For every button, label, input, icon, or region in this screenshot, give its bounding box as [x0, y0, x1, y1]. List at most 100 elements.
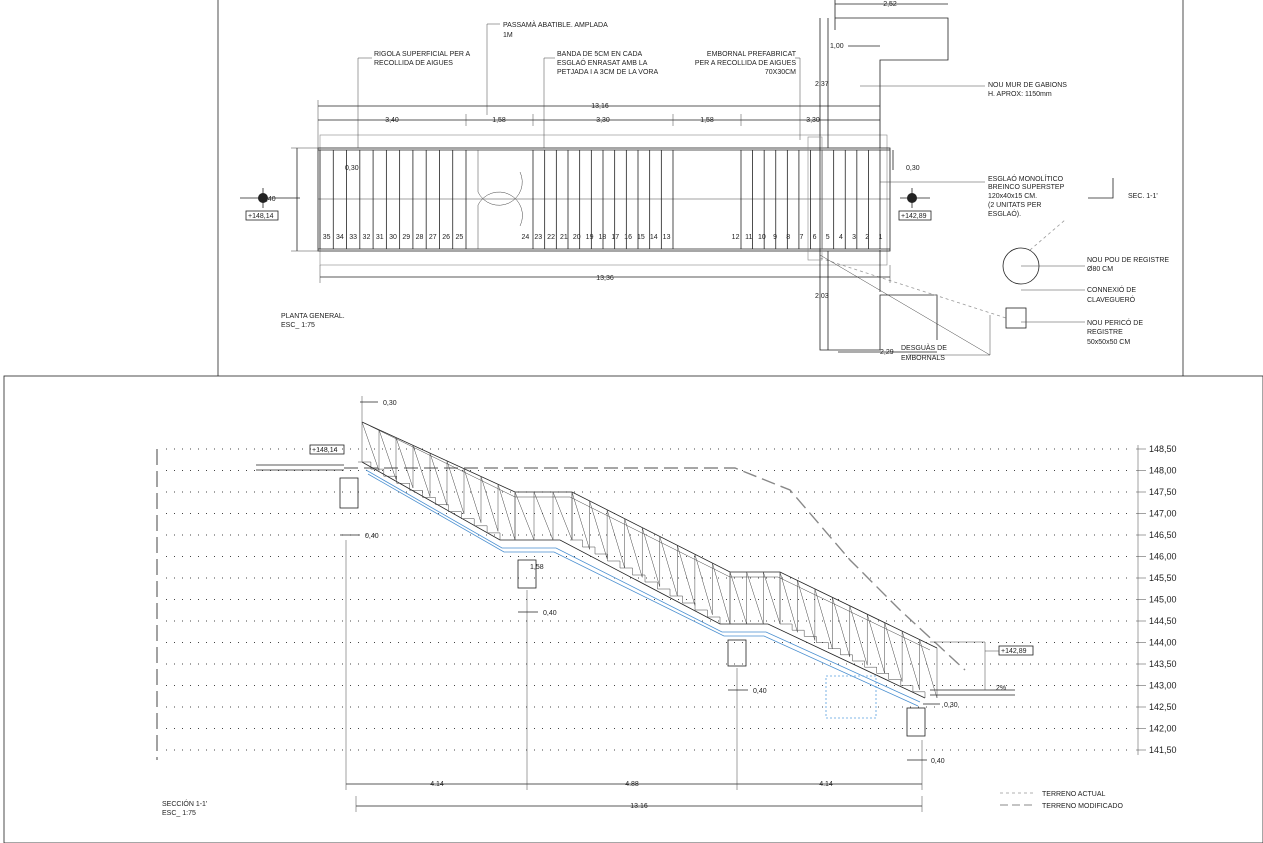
- truss-diagonal: [746, 571, 764, 625]
- truss-diagonal: [552, 491, 573, 541]
- sec-dim-0-40-a: 0,40: [365, 533, 379, 540]
- sec-slope: 2%: [996, 685, 1006, 692]
- section-tread: [695, 609, 708, 617]
- plan-step-number: 6: [813, 234, 817, 241]
- section-tread: [900, 685, 914, 692]
- plan-level-tags: +148,14 +142,89: [245, 210, 932, 221]
- truss-diagonal: [849, 605, 868, 666]
- section-tread: [840, 654, 853, 661]
- section-legend: TERRENO ACTUAL TERRENO MODIFICADO: [1000, 791, 1123, 810]
- level-label: 147,50: [1149, 487, 1177, 497]
- note-perico-1: NOU PERICÓ DE: [1087, 318, 1143, 327]
- truss-diagonal: [677, 545, 696, 606]
- sec-dim-0-40-d: 0,40: [931, 758, 945, 765]
- sec-level-right: +142,89: [1001, 648, 1027, 655]
- section-tread: [912, 691, 926, 698]
- section-tread: [474, 525, 488, 533]
- note-passama-1: PASSAMÀ ABATIBLE. AMPLADA: [503, 20, 608, 29]
- sec-dim-4-88: 4.88: [625, 781, 639, 788]
- section-tread: [383, 475, 397, 484]
- dim-top-total: 13,16: [591, 103, 609, 110]
- dim-3-30-b: 3,30: [806, 117, 820, 124]
- note-desguas-2: EMBORNALS: [901, 355, 945, 362]
- note-pou-1: NOU POU DE REGISTRE: [1087, 257, 1169, 264]
- truss-diagonal: [497, 484, 516, 541]
- plan-step-number: 31: [376, 234, 384, 241]
- plan-step-number: 5: [826, 234, 830, 241]
- section-tread: [657, 588, 671, 596]
- section-level-tags: +148,14 +142,89: [309, 444, 1034, 656]
- section-tread: [828, 648, 841, 655]
- truss-diagonal: [463, 468, 482, 523]
- plan-step-number: 21: [560, 234, 568, 241]
- plan-level-left: +148,14: [248, 213, 274, 220]
- truss-diagonal: [533, 491, 554, 541]
- plan-step-number: 25: [455, 234, 463, 241]
- section-tread: [422, 497, 436, 505]
- plan-leaders: [357, 23, 1085, 356]
- note-desguas-1: DESGUÀS DE: [901, 343, 947, 352]
- section-marker-right: [900, 188, 930, 208]
- plan-step-number: 29: [402, 234, 410, 241]
- section-frame: [3, 375, 1263, 843]
- truss-diagonal: [729, 571, 747, 625]
- section-dimensions: [340, 401, 940, 812]
- plan-step-number: 4: [839, 234, 843, 241]
- level-label: 147,00: [1149, 509, 1177, 519]
- dim-2-03: 2,03: [815, 293, 829, 300]
- dim-0-30-left: 0,30: [345, 165, 359, 172]
- section-tread: [780, 623, 793, 631]
- section-title: SECCIÓN 1-1': [162, 799, 207, 808]
- level-label: 148,50: [1149, 444, 1177, 454]
- plan-notes: RIGOLA SUPERFICIAL PER A RECOLLIDA DE AI…: [281, 20, 1169, 362]
- dim-1-58-a: 1,58: [492, 117, 506, 124]
- legend-terreno-actual: TERRENO ACTUAL: [1042, 791, 1106, 798]
- plan-scale: ESC_ 1:75: [281, 322, 315, 329]
- section-tread: [632, 574, 646, 582]
- level-label: 143,00: [1149, 681, 1177, 691]
- note-esglao-1: ESGLAÓ MONOLÍTICO: [988, 174, 1064, 183]
- truss-diagonal: [712, 563, 731, 625]
- truss-diagonal: [866, 614, 885, 674]
- section-tread: [487, 532, 501, 540]
- sec-level-left: +148,14: [312, 447, 338, 454]
- note-gabions-1: NOU MUR DE GABIONS: [988, 82, 1067, 89]
- section-tread: [461, 518, 475, 526]
- section-tread: [370, 468, 385, 477]
- plan-step-number: 17: [611, 234, 619, 241]
- truss-diagonal: [814, 588, 833, 649]
- note-passama-2: 1M: [503, 32, 513, 39]
- sec-dim-0-40-b: 0,40: [543, 610, 557, 617]
- section-tread: [876, 673, 889, 680]
- truss-diagonal: [361, 421, 380, 471]
- truss-diagonal: [395, 437, 414, 489]
- note-sec: SEC. 1-1': [1128, 193, 1158, 200]
- section-tread: [435, 504, 449, 512]
- section-tread: [852, 660, 865, 668]
- section-tread: [682, 602, 696, 610]
- section-tread: [888, 679, 902, 686]
- sec-dim-4-14-b: 4.14: [819, 781, 833, 788]
- dim-3-40: 3,40: [385, 117, 399, 124]
- section-marker-left: [240, 188, 300, 208]
- dim-0-30-right: 0,30: [906, 165, 920, 172]
- plan-step-number: 7: [799, 234, 803, 241]
- note-esglao-4: (2 UNITATS PER: [988, 202, 1041, 209]
- plan-step-number: 35: [323, 234, 331, 241]
- dim-3-30-a: 3,30: [596, 117, 610, 124]
- section-tread: [582, 546, 596, 554]
- plan-step-number: 22: [547, 234, 555, 241]
- section-tread: [804, 636, 817, 643]
- plan-step-number: 8: [786, 234, 790, 241]
- section-tread: [448, 511, 462, 519]
- plan-step-number: 28: [416, 234, 424, 241]
- plan-step-number: 30: [389, 234, 397, 241]
- note-embornal-3: 70X30CM: [765, 69, 796, 76]
- level-label: 143,50: [1149, 659, 1177, 669]
- dim-2-52: 2,52: [883, 1, 897, 8]
- section-tread: [595, 553, 608, 561]
- truss-diagonal: [514, 491, 535, 541]
- plan-step-number: 23: [534, 234, 542, 241]
- truss-diagonal: [832, 597, 851, 657]
